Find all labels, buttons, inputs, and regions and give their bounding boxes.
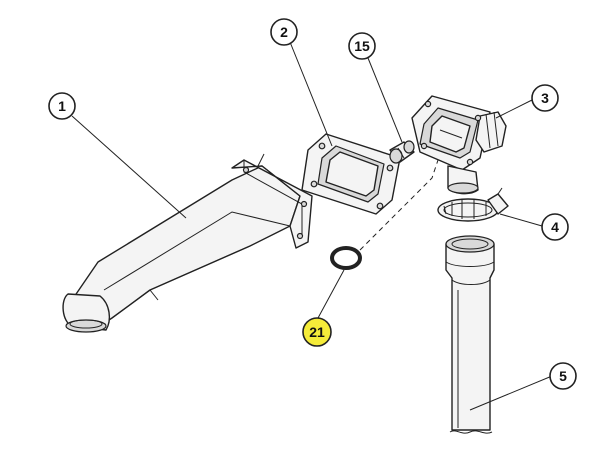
part-15-insert bbox=[389, 140, 415, 164]
assembly-dashed-line bbox=[359, 159, 439, 251]
leader-lines bbox=[71, 41, 553, 411]
part-1-spout bbox=[62, 153, 317, 333]
callout-3-label: 3 bbox=[541, 90, 549, 106]
callout-21-circle bbox=[302, 317, 332, 347]
callout-5-label: 5 bbox=[559, 368, 567, 384]
callout-1-label: 1 bbox=[58, 98, 66, 114]
callout-3: 3 bbox=[531, 84, 559, 112]
callout-2: 2 bbox=[270, 18, 298, 46]
part-5-pipe bbox=[445, 235, 495, 434]
callout-2-label: 2 bbox=[280, 24, 288, 40]
part-4-clamp bbox=[437, 187, 509, 222]
part-21-o-ring bbox=[330, 246, 362, 270]
callout-21-label: 21 bbox=[309, 324, 325, 340]
callout-15: 15 bbox=[348, 32, 376, 60]
callout-4-label: 4 bbox=[551, 219, 559, 235]
callout-5: 5 bbox=[549, 362, 577, 390]
part-3-housing bbox=[411, 95, 507, 195]
callout-15-label: 15 bbox=[354, 38, 370, 54]
callout-1: 1 bbox=[48, 92, 76, 120]
part-2-gasket bbox=[301, 133, 401, 215]
callout-4: 4 bbox=[541, 213, 569, 241]
callout-21-highlighted: 21 bbox=[302, 317, 332, 347]
